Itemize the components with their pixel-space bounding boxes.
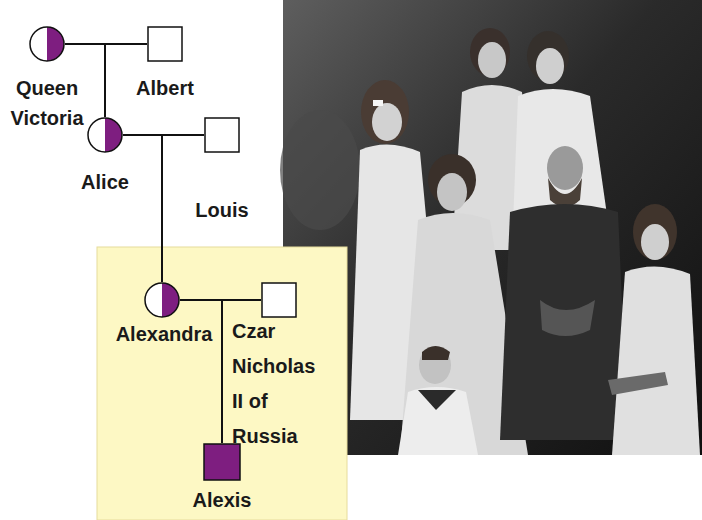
male-symbol: Czar Nicholas II of Russia <box>261 282 297 318</box>
symbol-ground <box>145 283 179 317</box>
symbol-outline <box>88 118 122 152</box>
person-name: Alice <box>81 170 130 194</box>
carrier-fill <box>105 118 122 152</box>
female-symbol: Queen Victoria <box>29 26 65 62</box>
male-symbol-shape <box>147 26 183 62</box>
person-name: Albert <box>136 76 195 100</box>
symbol-ground <box>30 27 64 61</box>
male-symbol: Alexis <box>203 443 241 481</box>
symbol-outline <box>148 27 182 61</box>
person-name: Louis <box>195 198 250 222</box>
symbol-outline <box>145 283 179 317</box>
male-symbol: Albert <box>147 26 183 62</box>
generation-highlight <box>97 247 347 520</box>
male-symbol-shape <box>261 282 297 318</box>
female-symbol-shape <box>29 26 65 62</box>
symbol-outline <box>30 27 64 61</box>
female-symbol-shape <box>144 282 180 318</box>
symbol-outline <box>205 118 239 152</box>
person-name: Alexis <box>192 488 252 512</box>
descent-line <box>180 300 222 443</box>
male-symbol: Louis <box>204 117 240 153</box>
male-symbol-shape <box>204 117 240 153</box>
carrier-fill <box>47 27 64 61</box>
symbol-outline <box>262 283 296 317</box>
female-symbol: Alexandra <box>144 282 180 318</box>
female-symbol-shape <box>87 117 123 153</box>
carrier-fill <box>162 283 179 317</box>
symbol-ground <box>88 118 122 152</box>
person-name: Queen Victoria <box>10 73 84 133</box>
person-name: Czar Nicholas II of Russia <box>232 314 317 454</box>
female-symbol: Alice <box>87 117 123 153</box>
affected-fill <box>204 444 240 480</box>
descent-line <box>123 135 162 282</box>
person-name: Alexandra <box>115 322 213 346</box>
male-symbol-shape <box>203 443 241 481</box>
